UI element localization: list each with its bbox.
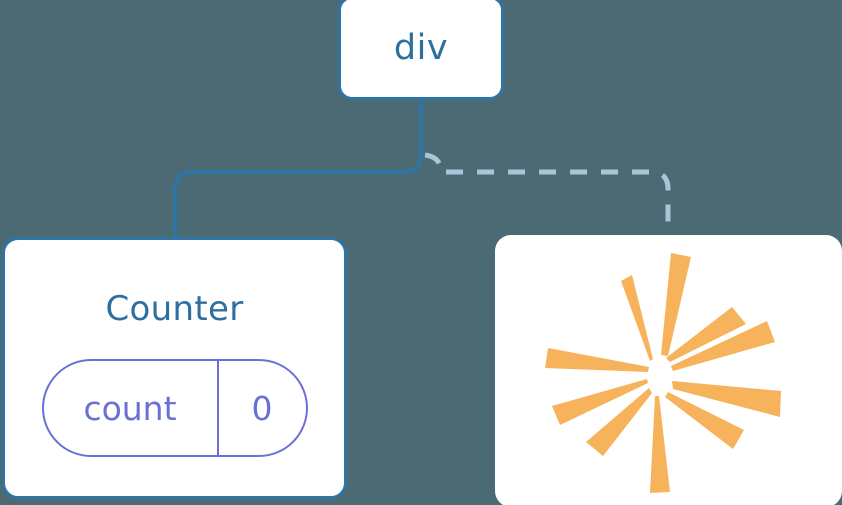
node-counter[interactable]: Counter count 0 xyxy=(2,237,347,499)
state-value-label: 0 xyxy=(251,388,273,428)
node-counter-label: Counter xyxy=(105,289,244,329)
ray-nne xyxy=(666,307,746,362)
node-div-label: div xyxy=(393,27,449,68)
state-pill-divider xyxy=(216,361,219,455)
ray-w xyxy=(545,348,649,372)
node-div[interactable]: div xyxy=(338,0,504,100)
state-pill-count[interactable]: count 0 xyxy=(41,359,308,457)
ray-ne xyxy=(671,321,775,371)
node-burst[interactable] xyxy=(495,235,842,505)
ray-ese xyxy=(665,392,744,449)
sparkle-burst-icon xyxy=(545,253,781,493)
state-key-label: count xyxy=(83,388,177,428)
edge-div-to-counter xyxy=(173,98,423,242)
ray-nnw xyxy=(621,275,653,361)
ray-s xyxy=(650,396,670,493)
ray-sw xyxy=(552,379,648,425)
ray-ssw xyxy=(586,388,652,456)
ray-e xyxy=(672,381,781,417)
ray-n xyxy=(661,253,691,356)
edge-div-to-burst xyxy=(424,152,671,240)
